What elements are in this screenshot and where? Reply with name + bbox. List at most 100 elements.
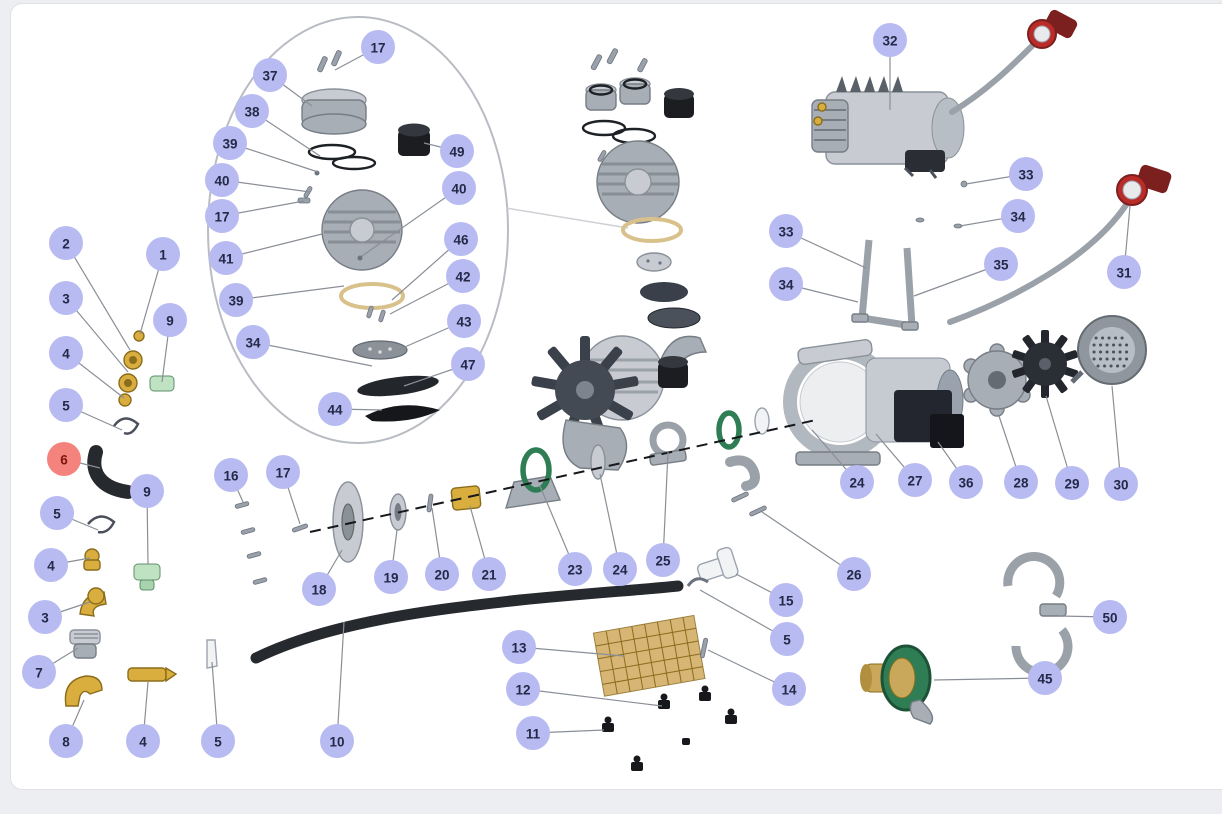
callout-35[interactable]: 35 xyxy=(984,247,1018,281)
svg-text:10: 10 xyxy=(329,735,344,750)
callout-47[interactable]: 47 xyxy=(451,347,485,381)
callout-11[interactable]: 11 xyxy=(516,716,550,750)
callout-49[interactable]: 49 xyxy=(440,134,474,168)
pipe-clamp xyxy=(1003,552,1073,678)
callout-14[interactable]: 14 xyxy=(772,672,806,706)
svg-text:39: 39 xyxy=(222,137,237,152)
svg-text:2: 2 xyxy=(62,237,70,252)
callout-9[interactable]: 9 xyxy=(153,303,187,337)
callout-10[interactable]: 10 xyxy=(320,724,354,758)
shaft-components xyxy=(234,407,770,585)
callout-21[interactable]: 21 xyxy=(472,557,506,591)
svg-text:30: 30 xyxy=(1113,478,1128,493)
compressor-assembly xyxy=(811,76,965,179)
leader-line-10 xyxy=(336,621,345,742)
shaft-axis xyxy=(309,419,817,533)
callout-17[interactable]: 17 xyxy=(361,30,395,64)
callout-30[interactable]: 30 xyxy=(1104,467,1138,501)
callout-25[interactable]: 25 xyxy=(646,543,680,577)
svg-text:20: 20 xyxy=(434,568,449,583)
callout-2[interactable]: 2 xyxy=(49,226,83,260)
callout-5[interactable]: 5 xyxy=(40,496,74,530)
callout-4[interactable]: 4 xyxy=(49,336,83,370)
callout-24[interactable]: 24 xyxy=(840,465,874,499)
svg-text:13: 13 xyxy=(511,641,527,656)
svg-text:33: 33 xyxy=(778,225,794,240)
callout-29[interactable]: 29 xyxy=(1055,466,1089,500)
callout-3[interactable]: 3 xyxy=(28,600,62,634)
callout-33[interactable]: 33 xyxy=(769,214,803,248)
rubber-feet xyxy=(602,685,737,771)
callout-37[interactable]: 37 xyxy=(253,58,287,92)
cooling-fan xyxy=(531,336,639,442)
leader-line-2 xyxy=(65,242,131,351)
svg-text:17: 17 xyxy=(370,41,385,56)
callout-34[interactable]: 34 xyxy=(769,267,803,301)
svg-text:50: 50 xyxy=(1102,611,1117,626)
callout-24[interactable]: 24 xyxy=(603,552,637,586)
callout-26[interactable]: 26 xyxy=(837,557,871,591)
callout-39[interactable]: 39 xyxy=(213,126,247,160)
callout-27[interactable]: 27 xyxy=(898,463,932,497)
callout-1[interactable]: 1 xyxy=(146,237,180,271)
callout-23[interactable]: 23 xyxy=(558,552,592,586)
svg-text:4: 4 xyxy=(62,347,70,362)
svg-text:46: 46 xyxy=(453,233,469,248)
callout-4[interactable]: 4 xyxy=(126,724,160,758)
callout-34[interactable]: 34 xyxy=(236,325,270,359)
callout-42[interactable]: 42 xyxy=(446,259,480,293)
svg-text:7: 7 xyxy=(35,666,43,681)
callout-5[interactable]: 5 xyxy=(770,622,804,656)
left-fittings xyxy=(64,330,218,707)
callout-4[interactable]: 4 xyxy=(34,548,68,582)
svg-text:25: 25 xyxy=(655,554,671,569)
callout-16[interactable]: 16 xyxy=(214,458,248,492)
callout-17[interactable]: 17 xyxy=(205,199,239,233)
callout-38[interactable]: 38 xyxy=(235,94,269,128)
callout-34[interactable]: 34 xyxy=(1001,199,1035,233)
callout-19[interactable]: 19 xyxy=(374,560,408,594)
callout-33[interactable]: 33 xyxy=(1009,157,1043,191)
callout-5[interactable]: 5 xyxy=(49,388,83,422)
mesh-screw xyxy=(699,637,709,659)
svg-text:44: 44 xyxy=(327,403,343,418)
callout-45[interactable]: 45 xyxy=(1028,661,1062,695)
callout-40[interactable]: 40 xyxy=(205,163,239,197)
callout-46[interactable]: 46 xyxy=(444,222,478,256)
callout-40[interactable]: 40 xyxy=(442,171,476,205)
callout-43[interactable]: 43 xyxy=(447,304,481,338)
leader-line-13 xyxy=(518,646,625,657)
callout-36[interactable]: 36 xyxy=(949,465,983,499)
callout-28[interactable]: 28 xyxy=(1004,465,1038,499)
callout-44[interactable]: 44 xyxy=(318,392,352,426)
svg-text:9: 9 xyxy=(166,314,174,329)
leader-line-25 xyxy=(662,451,669,561)
leader-line-26 xyxy=(761,511,855,575)
callout-7[interactable]: 7 xyxy=(22,655,56,689)
power-cable-right xyxy=(947,199,1131,325)
callout-20[interactable]: 20 xyxy=(425,557,459,591)
callout-32[interactable]: 32 xyxy=(873,23,907,57)
tee-fitting xyxy=(686,546,739,587)
svg-text:43: 43 xyxy=(456,315,472,330)
svg-text:18: 18 xyxy=(311,583,327,598)
callout-13[interactable]: 13 xyxy=(502,630,536,664)
svg-text:21: 21 xyxy=(481,568,497,583)
callout-50[interactable]: 50 xyxy=(1093,600,1127,634)
callout-5[interactable]: 5 xyxy=(201,724,235,758)
svg-text:12: 12 xyxy=(515,683,530,698)
mesh-screen xyxy=(592,614,706,697)
callout-39[interactable]: 39 xyxy=(219,283,253,317)
callout-17[interactable]: 17 xyxy=(266,455,300,489)
callout-18[interactable]: 18 xyxy=(302,572,336,606)
callout-15[interactable]: 15 xyxy=(769,583,803,617)
callout-41[interactable]: 41 xyxy=(209,241,243,275)
callout-31[interactable]: 31 xyxy=(1107,255,1141,289)
callout-9[interactable]: 9 xyxy=(130,474,164,508)
leader-line-40 xyxy=(361,187,460,257)
callout-6[interactable]: 6 xyxy=(47,442,81,476)
callout-3[interactable]: 3 xyxy=(49,281,83,315)
callout-12[interactable]: 12 xyxy=(506,672,540,706)
svg-text:1: 1 xyxy=(159,248,167,263)
callout-8[interactable]: 8 xyxy=(49,724,83,758)
